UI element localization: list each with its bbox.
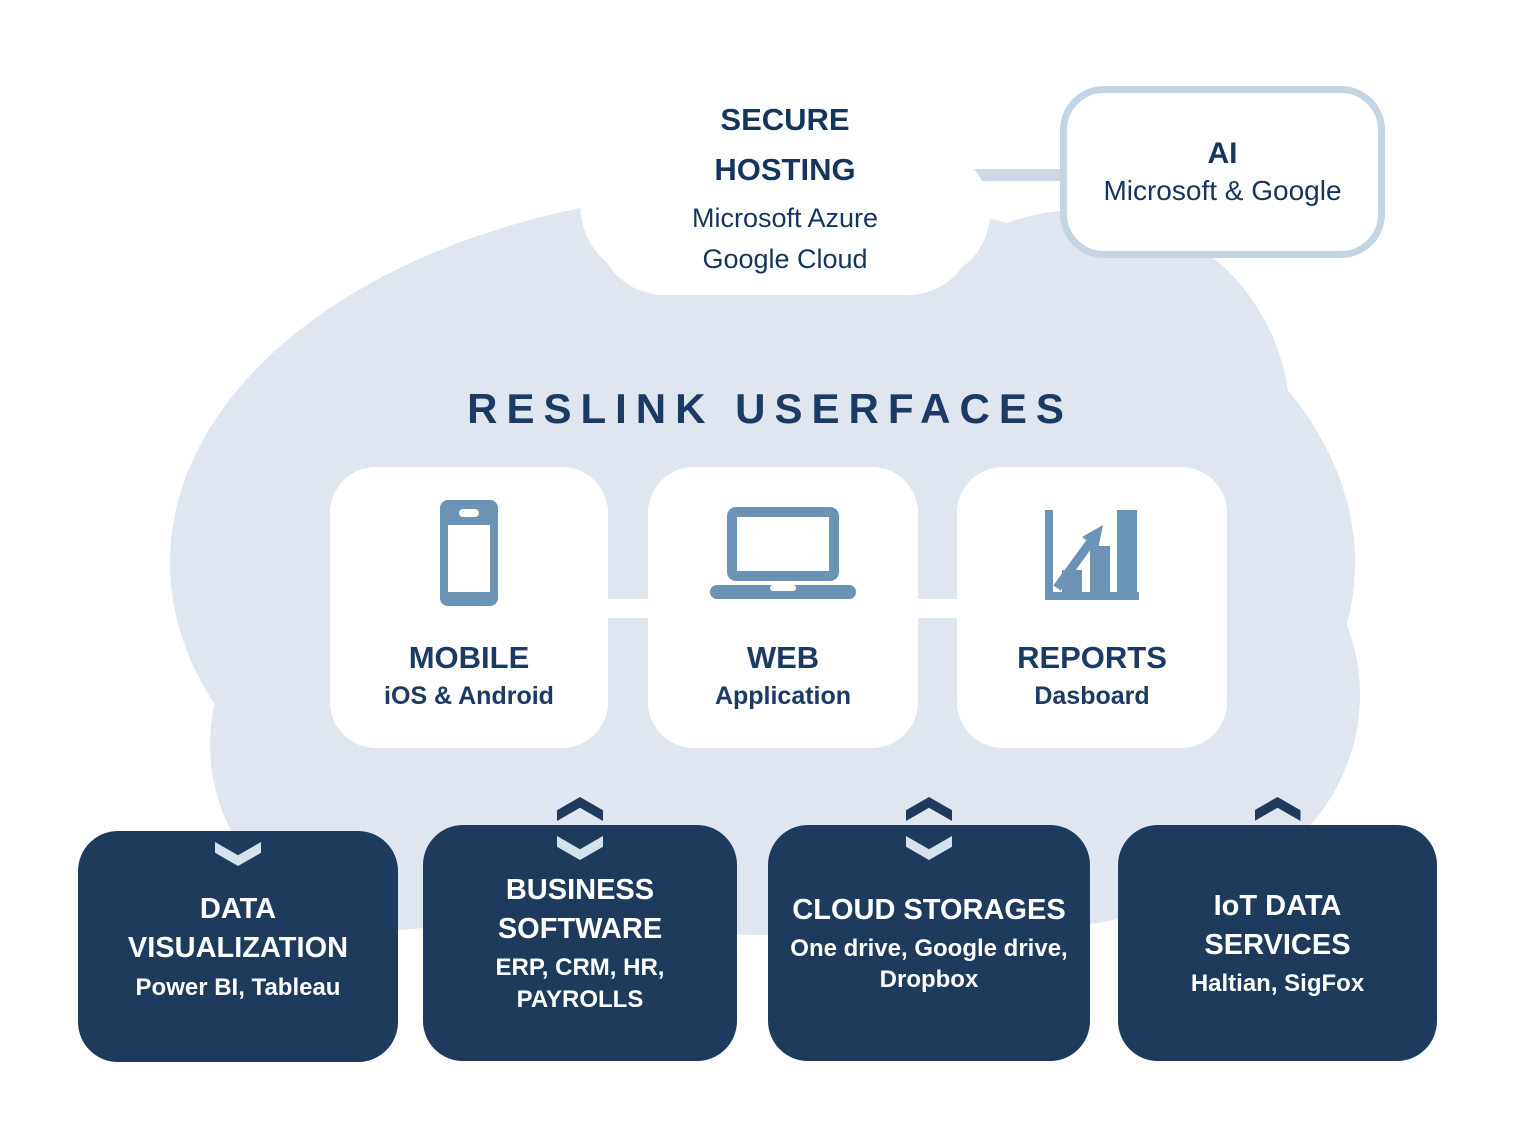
ai-box: AI Microsoft & Google — [1060, 86, 1385, 258]
card-title: MOBILE — [408, 640, 530, 675]
interface-card-mobile: MOBILE iOS & Android — [330, 467, 608, 748]
down-arrow-icon — [557, 836, 603, 860]
card-connector — [910, 599, 966, 618]
service-box-data-visualization: DATA VISUALIZATION Power BI, Tableau — [78, 831, 398, 1062]
card-title: WEB — [746, 640, 820, 675]
down-arrow-icon — [906, 836, 952, 860]
interface-card-reports: REPORTS Dasboard — [957, 467, 1227, 748]
card-subtitle: Application — [714, 682, 852, 711]
card-title: REPORTS — [1017, 640, 1167, 675]
service-box-title: BUSINESS SOFTWARE — [497, 874, 663, 946]
cloud-to-ai-connector — [962, 169, 1066, 181]
service-box-subtitle: Haltian, SigFox — [1190, 970, 1365, 998]
service-box-subtitle: Power BI, Tableau — [135, 973, 341, 1001]
service-box-title: CLOUD STORAGES — [792, 893, 1066, 926]
secure-hosting-title: SECURE HOSTING — [714, 102, 856, 187]
service-box-iot-data-services: IoT DATA SERVICES Haltian, SigFox — [1118, 797, 1437, 1061]
down-arrow-icon — [215, 842, 261, 866]
card-subtitle: iOS & Android — [384, 682, 554, 711]
service-box-cloud-storages: CLOUD STORAGES One drive, Google drive, … — [768, 797, 1090, 1061]
card-connector — [600, 599, 656, 618]
interface-card-web: WEB Application — [648, 467, 918, 748]
ai-box-subtitle: Microsoft & Google — [1103, 175, 1342, 207]
smartphone-icon — [440, 467, 498, 639]
service-box-title: IoT DATA SERVICES — [1204, 889, 1351, 961]
card-subtitle: Dasboard — [1034, 682, 1150, 711]
page-title: RESLINK USERFACES — [467, 385, 1073, 432]
ai-box-title: AI — [1207, 137, 1238, 171]
service-box-title: DATA VISUALIZATION — [127, 893, 349, 965]
laptop-icon — [710, 467, 856, 639]
service-box-subtitle: One drive, Google drive, Dropbox — [790, 934, 1068, 994]
bar-chart-icon — [1045, 467, 1139, 639]
service-box-business-software: BUSINESS SOFTWARE ERP, CRM, HR, PAYROLLS — [423, 797, 737, 1061]
service-box-subtitle: ERP, CRM, HR, PAYROLLS — [495, 954, 665, 1013]
hosting-provider: Microsoft Azure — [691, 203, 879, 234]
hosting-provider: Google Cloud — [702, 243, 868, 274]
